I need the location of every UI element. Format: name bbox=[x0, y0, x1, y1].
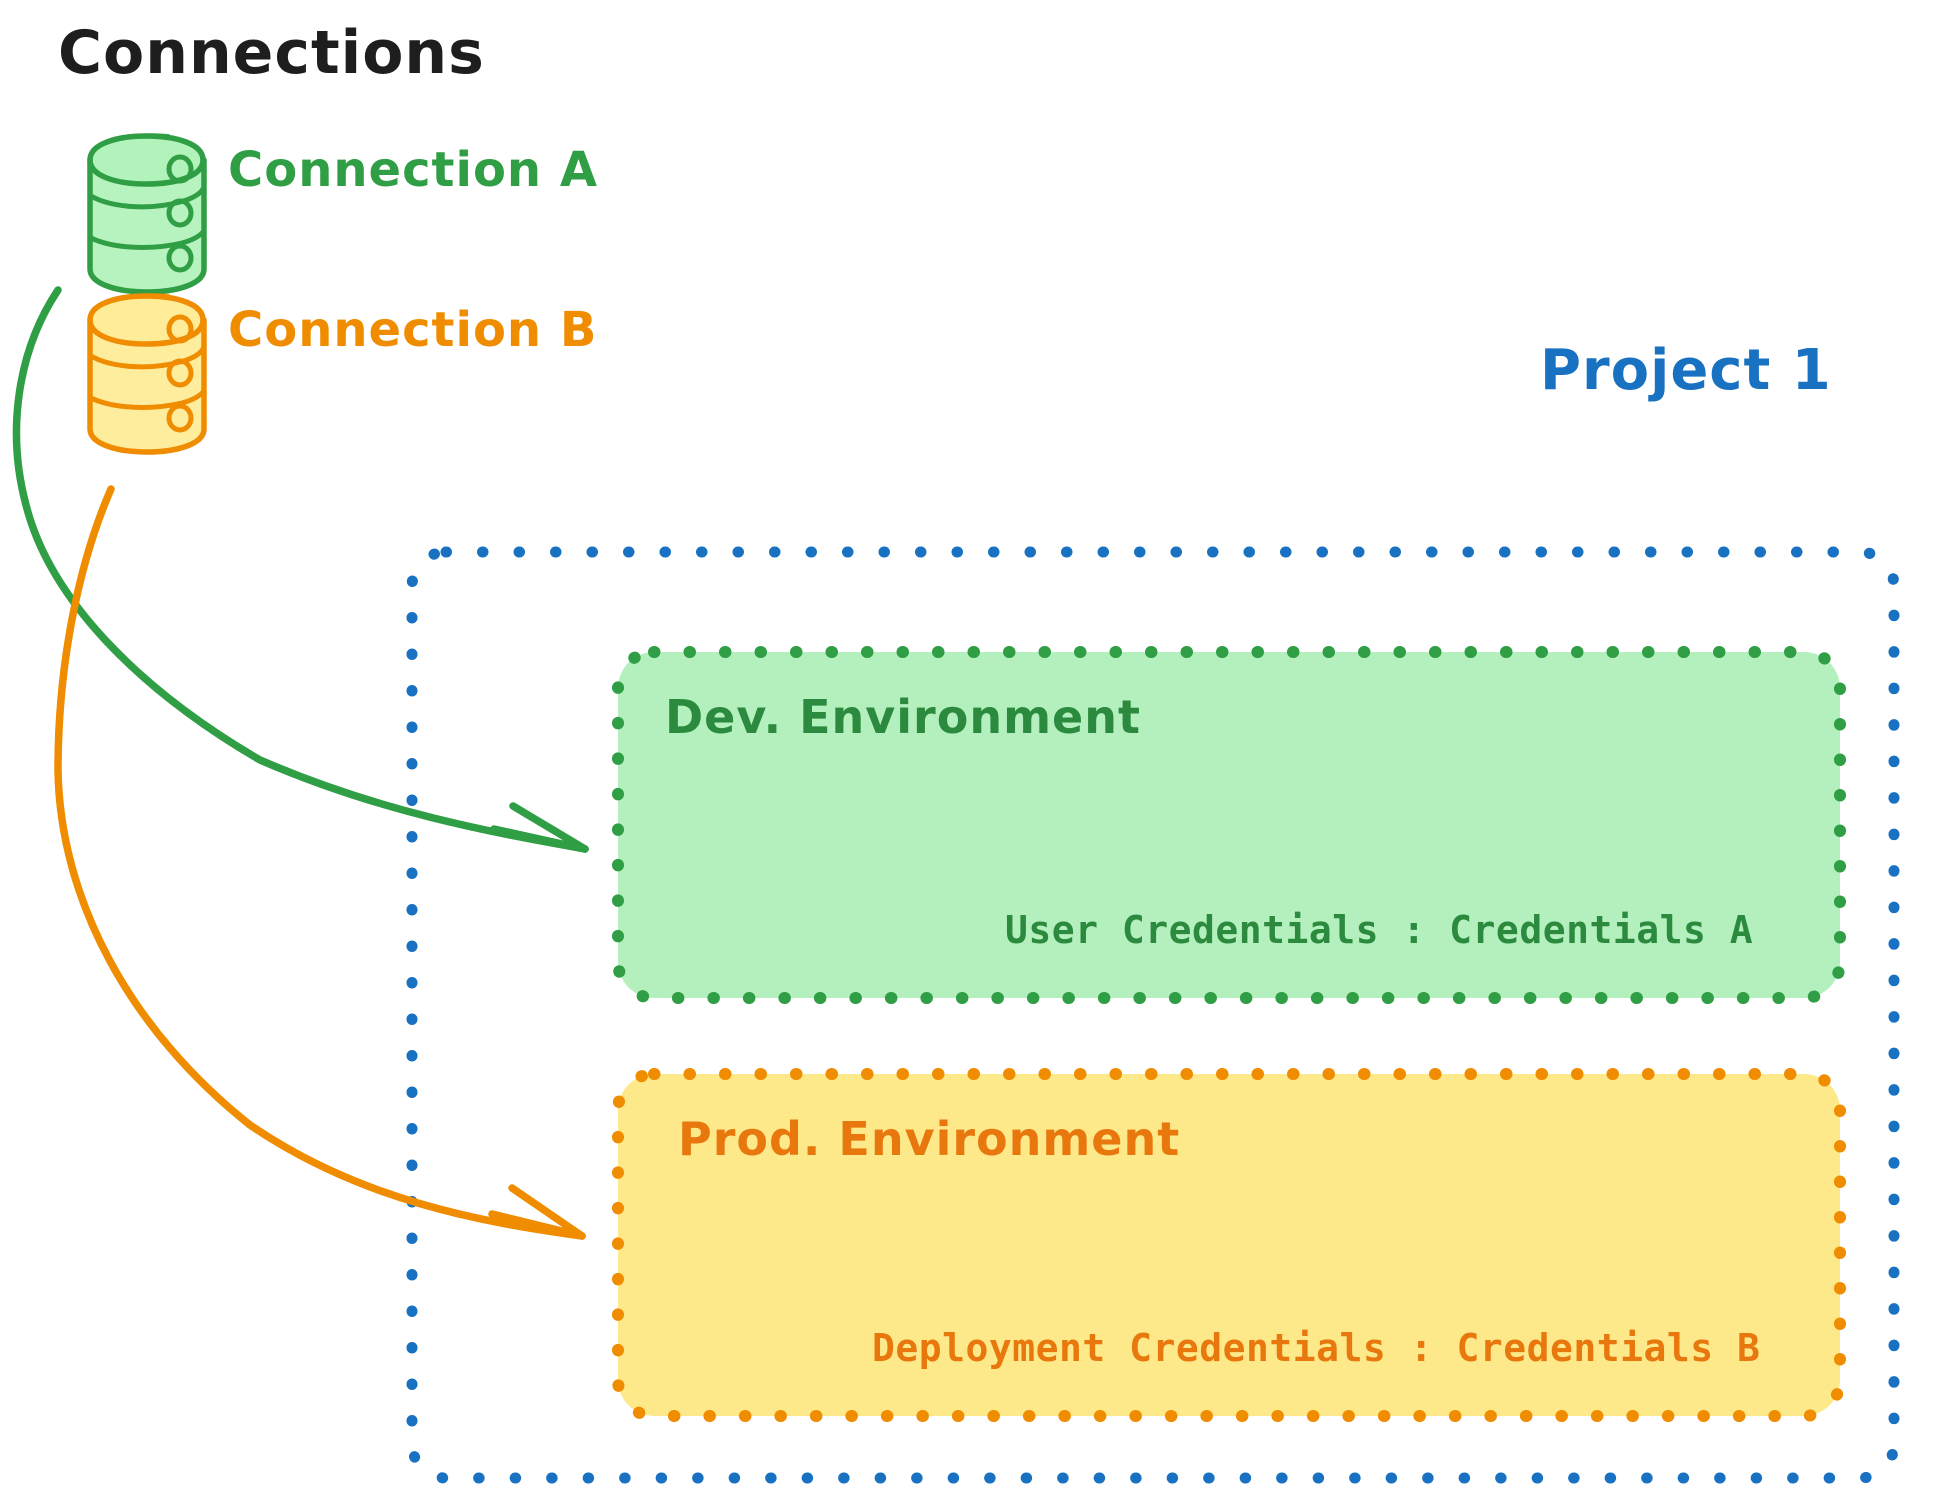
connection-b-database-icon[interactable] bbox=[87, 293, 207, 455]
prod-environment-credentials: Deployment Credentials : Credentials B bbox=[872, 1326, 1761, 1370]
dev-environment-title: Dev. Environment bbox=[665, 690, 1141, 744]
page-title: Connections bbox=[58, 18, 485, 88]
arrow-connection-b-to-prod bbox=[54, 485, 586, 1240]
connection-a-label[interactable]: Connection A bbox=[228, 142, 598, 198]
prod-environment-box[interactable] bbox=[612, 1068, 1846, 1422]
arrow-connection-a-to-dev bbox=[12, 286, 589, 853]
project-container-border[interactable] bbox=[406, 546, 1900, 1484]
connection-b-label[interactable]: Connection B bbox=[228, 302, 598, 358]
prod-environment-title: Prod. Environment bbox=[678, 1112, 1181, 1166]
project-title: Project 1 bbox=[1540, 338, 1832, 403]
connection-a-database-icon[interactable] bbox=[87, 133, 207, 295]
dev-environment-credentials: User Credentials : Credentials A bbox=[1005, 908, 1754, 952]
dev-environment-box[interactable] bbox=[612, 646, 1846, 1004]
